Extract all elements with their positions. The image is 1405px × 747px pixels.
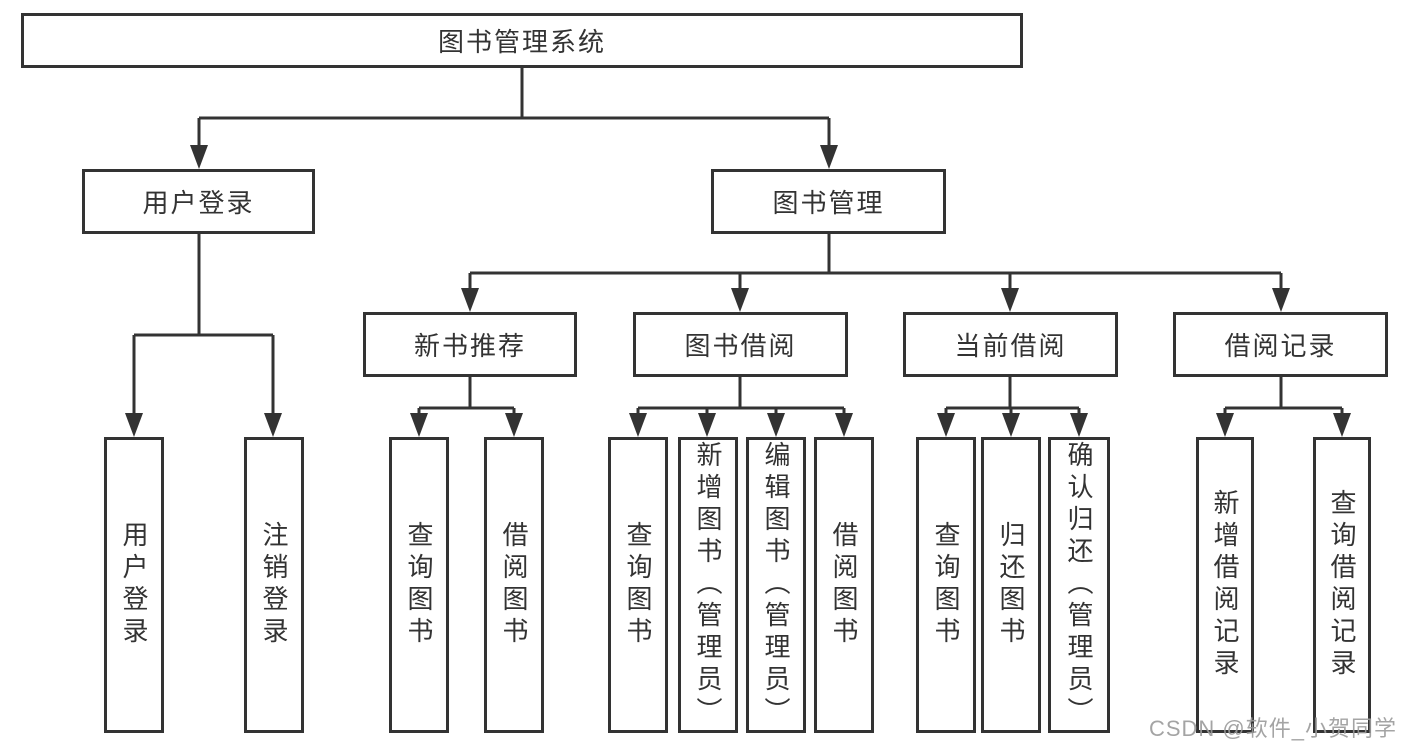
- leaf-return-books: 归还图书: [981, 437, 1041, 733]
- leaf-query-books-recommend: 查询图书: [389, 437, 449, 733]
- node-label: 图书管理: [772, 188, 885, 218]
- leaf-query-books-current: 查询图书: [916, 437, 976, 733]
- leaf-label: 新增借阅记录: [1210, 489, 1240, 681]
- leaf-label: 注销登录: [259, 521, 289, 649]
- leaf-query-borrow-record: 查询借阅记录: [1313, 437, 1371, 733]
- tree-edges: [132, 68, 1344, 416]
- node-label: 新书推荐: [413, 331, 526, 361]
- leaf-label: 用户登录: [119, 521, 149, 649]
- node-label: 图书管理系统: [437, 27, 606, 57]
- node-label: 图书借阅: [684, 331, 797, 361]
- node-new-book-recommend: 新书推荐: [363, 312, 577, 377]
- node-borrow-record: 借阅记录: [1173, 312, 1388, 377]
- leaf-query-books-borrow: 查询图书: [608, 437, 668, 733]
- leaf-label: 查询图书: [931, 521, 961, 649]
- node-label: 借阅记录: [1224, 331, 1337, 361]
- leaf-label: 归还图书: [996, 521, 1026, 649]
- node-book-management-module: 图书管理: [711, 169, 946, 234]
- node-label: 用户登录: [142, 188, 255, 218]
- leaf-label: 查询图书: [623, 521, 653, 649]
- leaf-label: 确认归还（管理员）: [1064, 441, 1094, 729]
- csdn-watermark: CSDN @软件_小贺同学: [1148, 716, 1397, 741]
- leaf-label: 借阅图书: [829, 521, 859, 649]
- node-label: 当前借阅: [954, 331, 1067, 361]
- node-book-borrow: 图书借阅: [633, 312, 848, 377]
- leaf-user-login: 用户登录: [104, 437, 164, 733]
- leaf-add-books-admin: 新增图书（管理员）: [678, 437, 738, 733]
- node-library-management-system: 图书管理系统: [21, 13, 1023, 68]
- arrowheads: [125, 145, 1351, 437]
- leaf-label: 查询图书: [404, 521, 434, 649]
- leaf-label: 查询借阅记录: [1327, 489, 1357, 681]
- node-user-login-module: 用户登录: [82, 169, 315, 234]
- leaf-edit-books-admin: 编辑图书（管理员）: [746, 437, 806, 733]
- leaf-confirm-return-admin: 确认归还（管理员）: [1048, 437, 1110, 733]
- leaf-label: 编辑图书（管理员）: [761, 441, 791, 729]
- node-current-borrow: 当前借阅: [903, 312, 1118, 377]
- leaf-label: 新增图书（管理员）: [693, 441, 723, 729]
- leaf-borrow-books-recommend: 借阅图书: [484, 437, 544, 733]
- leaf-borrow-books: 借阅图书: [814, 437, 874, 733]
- leaf-label: 借阅图书: [499, 521, 529, 649]
- leaf-logout: 注销登录: [244, 437, 304, 733]
- leaf-add-borrow-record: 新增借阅记录: [1196, 437, 1254, 733]
